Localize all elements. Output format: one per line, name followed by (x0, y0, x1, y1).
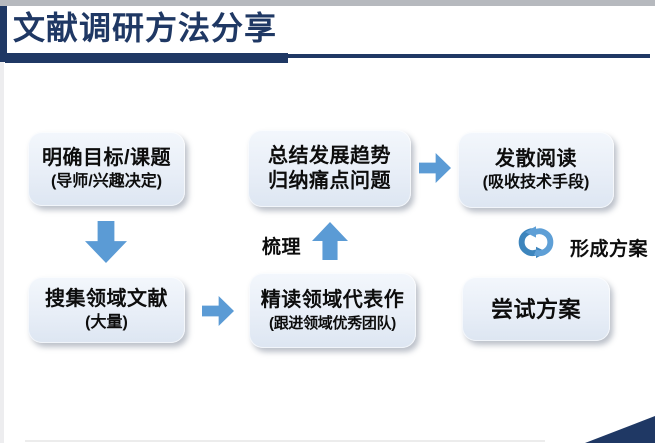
right-arrow-icon (202, 296, 234, 326)
title-accent-bar (0, 6, 7, 62)
form-plan-label: 形成方案 (570, 239, 649, 260)
right-arrow-icon (419, 153, 451, 183)
box-main-text: 归纳痛点问题 (268, 169, 391, 192)
left-edge-strip (0, 62, 4, 443)
box-main-text: 明确目标/课题 (41, 147, 172, 169)
box-main-text: 精读领域代表作 (260, 288, 405, 311)
flow-box-intensive-reading: 精读领域代表作 (跟进领域优秀团队) (249, 273, 416, 348)
flow-box-collect-literature: 搜集领域文献 (大量) (28, 277, 185, 343)
box-sub-text: (导师/兴趣决定) (50, 173, 163, 190)
comb-label: 梳理 (262, 237, 302, 258)
flow-box-divergent-reading: 发散阅读 (吸收技术手段) (458, 132, 614, 208)
box-sub-text: (跟进领域优秀团队) (269, 314, 396, 332)
down-arrow-icon (85, 221, 127, 263)
flow-box-try-plan: 尝试方案 (462, 277, 610, 341)
page-title: 文献调研方法分享 (13, 10, 278, 46)
bottom-edge-line (25, 440, 545, 442)
title-underline-thick (5, 53, 288, 63)
title-underline-thin (5, 54, 650, 58)
top-border-strip (0, 0, 655, 6)
corner-decoration (585, 416, 655, 443)
box-sub-text: (大量) (85, 314, 128, 331)
box-main-text: 搜集领域文献 (45, 288, 168, 310)
box-main-text: 总结发展趋势 (268, 144, 391, 167)
up-arrow-icon (312, 222, 348, 260)
box-main-text: 发散阅读 (495, 148, 577, 170)
box-main-text: 尝试方案 (490, 296, 581, 322)
flow-box-define-goal: 明确目标/课题 (导师/兴趣决定) (28, 132, 185, 206)
cycle-icon (518, 226, 554, 259)
box-sub-text: (吸收技术手段) (482, 174, 590, 191)
flow-box-summarize-trends: 总结发展趋势 归纳痛点问题 (248, 130, 411, 207)
